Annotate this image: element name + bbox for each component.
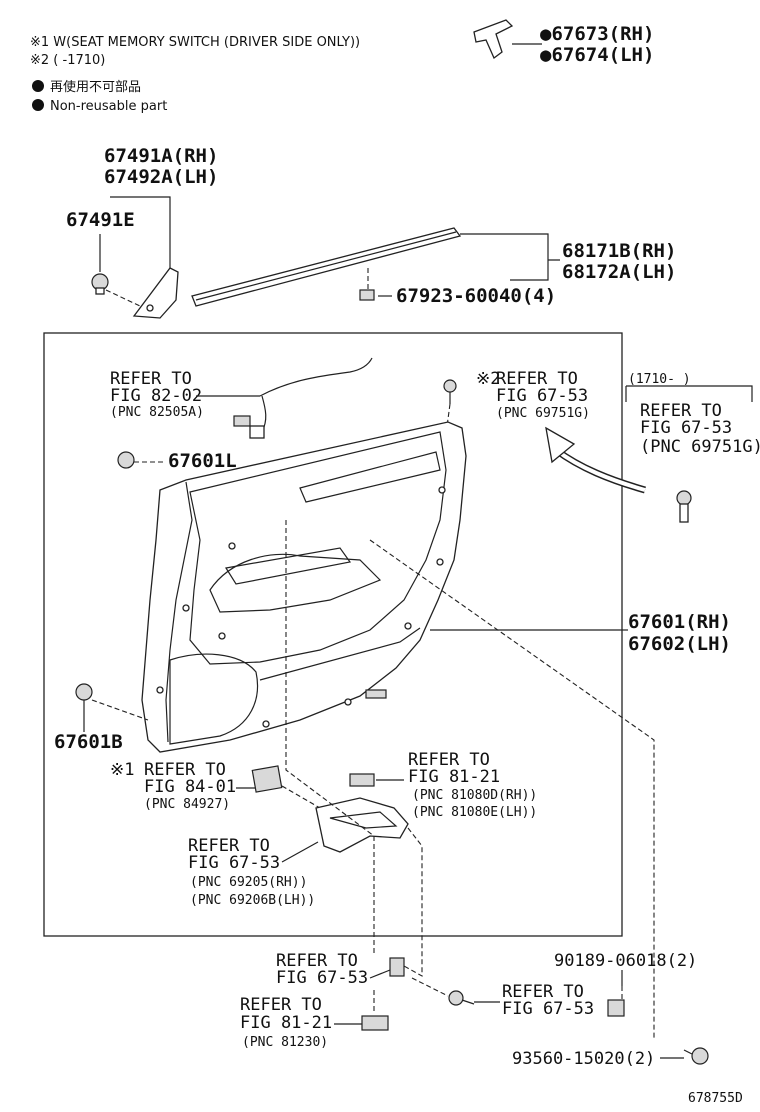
screw-93560-drawing [683, 1047, 709, 1065]
clip-67601l-drawing [117, 451, 135, 469]
ref-82-02-refer: REFER TO [110, 369, 192, 389]
belt-moulding-drawing [191, 227, 462, 307]
wire-harness-drawing [233, 357, 373, 439]
non-reusable-bullet-icon [32, 80, 44, 92]
ref-81-21-b-fig: FIG 81-21 [240, 1013, 332, 1033]
ref-67-53-c-refer: REFER TO [188, 836, 270, 856]
memory-switch-drawing [251, 765, 283, 793]
clip-67491e-drawing [91, 273, 109, 295]
clip-67601b-drawing [75, 683, 93, 701]
ref-82-02-fig: FIG 82-02 [110, 386, 202, 406]
bottom-lamp-drawing [361, 1015, 389, 1031]
clip-90189-drawing [607, 999, 625, 1017]
ref-84-01-fig: FIG 84-01 [144, 777, 236, 797]
note-date-range: ※2 ( -1710) [30, 53, 105, 68]
moulding-clip-drawing [359, 289, 375, 301]
part-67674: ●67674(LH) [540, 44, 654, 66]
ref-67-53-c-pnc-lh: (PNC 69206B(LH)) [190, 893, 315, 908]
part-67601b: 67601B [54, 731, 123, 753]
ref-67-53-a-refer: REFER TO [496, 369, 578, 389]
clip-nut-drawing [389, 957, 405, 977]
ref-67-53-b-refer: REFER TO [640, 401, 722, 421]
courtesy-lamp-drawing [349, 773, 375, 787]
ref-67-53-a-pnc: (PNC 69751G) [496, 406, 590, 421]
illustration-code: 678755D [688, 1091, 743, 1106]
ref-67-53-c-fig: FIG 67-53 [188, 853, 280, 873]
legend-english: Non-reusable part [50, 99, 167, 114]
ref-67-53-e-fig: FIG 67-53 [502, 999, 594, 1019]
part-68172a: 68172A(LH) [562, 261, 676, 283]
door-trim-board-drawing [141, 421, 467, 753]
non-reusable-bullet-icon-2 [32, 99, 44, 111]
note-seat-memory: ※1 W(SEAT MEMORY SWITCH (DRIVER SIDE ONL… [30, 35, 360, 50]
part-67601-rh: 67601(RH) [628, 611, 731, 633]
ref-67-53-b-fig: FIG 67-53 [640, 418, 732, 438]
ref-84-01-pnc: (PNC 84927) [144, 797, 230, 812]
assembly-frame [43, 332, 623, 937]
ref-67-53-c-pnc-rh: (PNC 69205(RH)) [190, 875, 307, 890]
ref-67-53-b-pnc: (PNC 69751G) [640, 437, 760, 457]
ref-67-53-d-fig: FIG 67-53 [276, 968, 368, 988]
part-93560: 93560-15020(2) [512, 1049, 655, 1069]
ref-81-21-a-refer: REFER TO [408, 750, 490, 770]
ref-81-21-a-fig: FIG 81-21 [408, 767, 500, 787]
ref-82-02-pnc: (PNC 82505A) [110, 405, 204, 420]
part-67492a: 67492A(LH) [104, 166, 218, 188]
inside-handle-bezel-drawing [315, 797, 409, 853]
screw-drawing [443, 379, 457, 404]
ref-81-21-a-pnc-rh: (PNC 81080D(RH)) [412, 788, 537, 803]
clip-bracket-drawing [473, 19, 542, 60]
ref-date-range: (1710- ) [628, 372, 691, 387]
part-67602-lh: 67602(LH) [628, 633, 731, 655]
new-screw-drawing [676, 490, 692, 523]
ref-81-21-b-pnc: (PNC 81230) [242, 1035, 328, 1050]
ref-67-53-a-fig: FIG 67-53 [496, 386, 588, 406]
part-67673: ●67673(RH) [540, 23, 654, 45]
ref-84-01-mark: ※1 [110, 760, 134, 780]
ref-2-mark: ※2 [476, 369, 500, 389]
ref-67-53-d-refer: REFER TO [276, 951, 358, 971]
part-67601l: 67601L [168, 450, 237, 472]
part-67491a: 67491A(RH) [104, 145, 218, 167]
part-67491e: 67491E [66, 209, 135, 231]
screw-bottom-drawing [448, 990, 475, 1006]
ref-84-01-refer: REFER TO [144, 760, 226, 780]
replacement-arrow-icon [545, 426, 646, 494]
part-68171b: 68171B(RH) [562, 240, 676, 262]
part-67923: 67923-60040(4) [396, 285, 556, 307]
ref-81-21-a-pnc-lh: (PNC 81080E(LH)) [412, 805, 537, 820]
corner-garnish-drawing [132, 267, 179, 319]
ref-81-21-b-refer: REFER TO [240, 995, 322, 1015]
ref-67-53-e-refer: REFER TO [502, 982, 584, 1002]
legend-japanese: 再使用不可部品 [50, 79, 141, 95]
part-90189: 90189-06018(2) [554, 951, 697, 971]
